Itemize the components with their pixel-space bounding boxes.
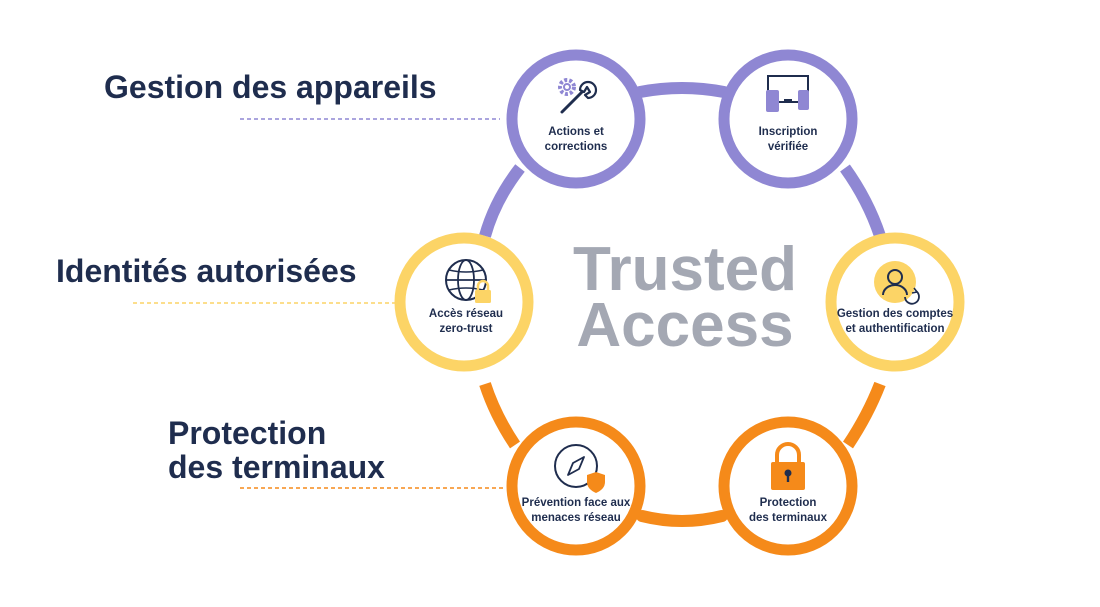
node-label-gestion-line2: et authentification	[845, 323, 945, 335]
center-title-line2: Access	[576, 291, 794, 360]
center-title-line1: Trusted	[573, 235, 797, 304]
category-endpoint-protection-line1: Protection	[168, 415, 327, 451]
node-label-inscription-line1: Inscription	[758, 126, 818, 138]
ring-segment-lower-left	[479, 382, 520, 449]
ring-segment-upper-right	[840, 164, 886, 238]
user-sync-icon	[874, 261, 920, 305]
node-circle-actions	[506, 49, 646, 189]
gear-wrench-icon	[558, 78, 598, 114]
node-label-inscription: Inscription vérifiée	[708, 125, 868, 155]
node-label-inscription-line2: vérifiée	[767, 141, 809, 153]
ring-segment-top	[634, 82, 730, 98]
node-label-prevention-line2: menaces réseau	[531, 512, 621, 524]
node-label-gestion: Gestion des comptes et authentification	[815, 307, 975, 337]
node-label-protection-line1: Protection	[759, 497, 817, 509]
category-device-management: Gestion des appareils	[104, 69, 437, 105]
ring-segment-lower-right	[843, 381, 886, 449]
node-label-prevention: Prévention face aux menaces réseau	[496, 496, 656, 526]
center-title: Trusted Access	[540, 235, 830, 360]
node-circle-acces	[394, 232, 534, 372]
node-label-acces-line2: zero-trust	[439, 323, 493, 335]
compass-shield-icon	[554, 444, 605, 493]
node-label-actions-line1: Actions et	[548, 126, 604, 138]
node-label-protection-line2: des terminaux	[749, 512, 827, 524]
node-label-actions-line2: corrections	[544, 141, 608, 153]
node-label-acces-line1: Accès réseau	[428, 308, 504, 320]
devices-icon	[766, 75, 809, 112]
node-label-protection: Protection des terminaux	[708, 496, 868, 526]
ring-segment-bottom	[636, 510, 728, 527]
ring-segment-upper-left	[479, 164, 525, 238]
node-circle-inscription	[718, 49, 858, 189]
node-label-acces: Accès réseau zero-trust	[386, 307, 546, 337]
node-label-prevention-line1: Prévention face aux	[521, 497, 631, 509]
globe-lock-icon	[445, 259, 491, 303]
padlock-icon	[771, 442, 805, 490]
category-authorized-identities: Identités autorisées	[56, 253, 357, 289]
category-endpoint-protection: Protection des terminaux	[168, 416, 385, 484]
category-endpoint-protection-line2: des terminaux	[168, 449, 385, 485]
node-label-gestion-line1: Gestion des comptes	[836, 308, 954, 320]
node-label-actions: Actions et corrections	[496, 125, 656, 155]
